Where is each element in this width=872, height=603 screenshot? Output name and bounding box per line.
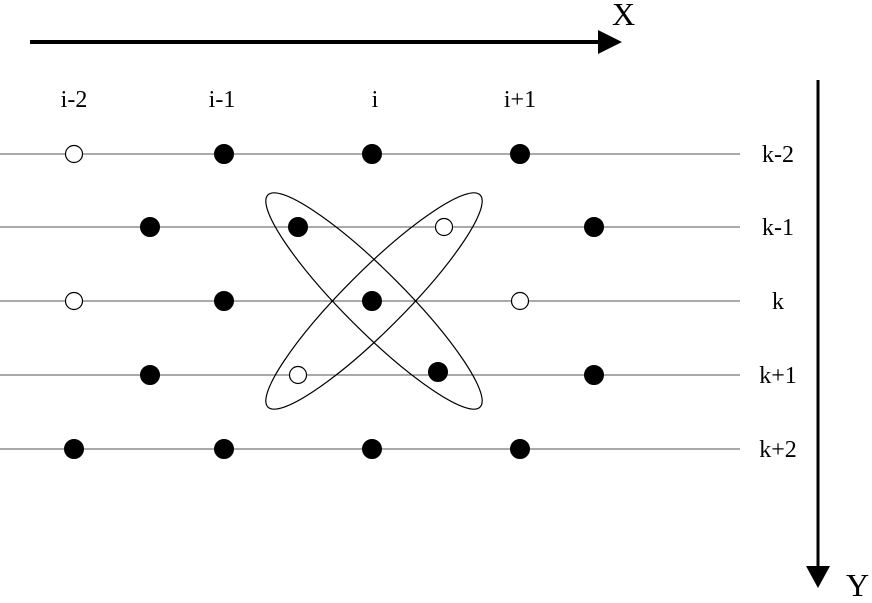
row-label: k-1 <box>762 215 794 241</box>
filled-grid-point <box>140 217 160 237</box>
column-label: i+1 <box>504 87 536 113</box>
grid-points <box>64 144 604 459</box>
filled-grid-point <box>214 291 234 311</box>
filled-grid-point <box>288 217 308 237</box>
y-axis-label: Y <box>846 567 869 598</box>
stencil-ellipse <box>265 192 483 410</box>
column-labels: i-2 i-1 i i+1 <box>61 87 536 113</box>
column-label: i-2 <box>61 87 88 113</box>
open-grid-point <box>288 365 308 385</box>
filled-grid-point <box>214 439 234 459</box>
filled-grid-point <box>362 439 382 459</box>
open-grid-point <box>510 291 530 311</box>
filled-grid-point <box>140 365 160 385</box>
column-label: i-1 <box>209 87 236 113</box>
stencil-ellipse <box>265 192 483 410</box>
x-axis-arrowhead <box>598 30 622 54</box>
open-grid-point <box>64 144 84 164</box>
row-label: k+1 <box>759 363 797 389</box>
filled-grid-point <box>584 365 604 385</box>
stencil-ellipses <box>265 192 483 410</box>
filled-grid-point <box>510 439 530 459</box>
filled-grid-point <box>584 217 604 237</box>
filled-grid-point <box>362 291 382 311</box>
x-axis: X <box>30 0 635 54</box>
row-labels: k-2 k-1 k k+1 k+2 <box>759 142 797 463</box>
open-grid-point <box>434 217 454 237</box>
filled-grid-point <box>214 144 234 164</box>
filled-grid-point <box>428 362 448 382</box>
row-label: k-2 <box>762 142 794 168</box>
filled-grid-point <box>64 439 84 459</box>
y-axis: Y <box>806 80 869 603</box>
filled-grid-point <box>510 144 530 164</box>
y-axis-arrowhead <box>806 566 830 588</box>
row-label: k <box>772 289 784 315</box>
filled-grid-point <box>362 144 382 164</box>
x-axis-label: X <box>612 0 635 32</box>
open-grid-point <box>64 291 84 311</box>
row-label: k+2 <box>759 437 797 463</box>
column-label: i <box>372 87 379 113</box>
